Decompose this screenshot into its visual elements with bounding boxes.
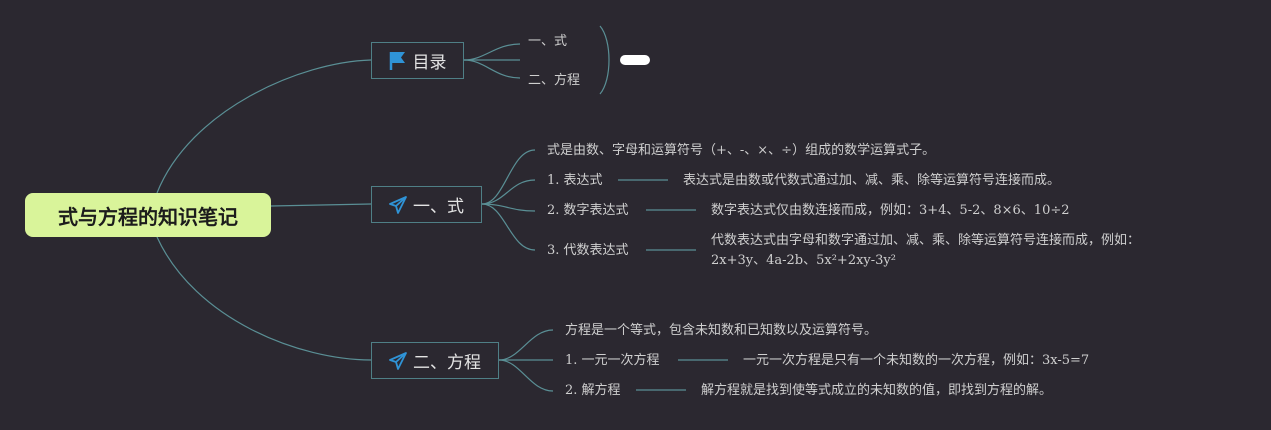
summary-badge[interactable] [620, 55, 650, 65]
toc-bracket [599, 25, 610, 95]
root-title: 式与方程的知识笔记 [58, 204, 238, 229]
topic-fangcheng[interactable]: 二、方程 [371, 342, 499, 379]
connector-toc-1 [463, 43, 521, 61]
connector-root-shi [270, 203, 372, 207]
shi-item-algebraic-desc-line2: 2x+3y、4a-2b、5x²+2xy-3y² [711, 253, 896, 268]
shi-item-expression[interactable]: 1. 表达式 [547, 173, 603, 188]
fc-intro[interactable]: 方程是一个等式，包含未知数和已知数以及运算符号。 [565, 323, 878, 338]
connector-fc-2 [498, 359, 554, 392]
shi-item-numeric[interactable]: 2. 数字表达式 [547, 203, 629, 218]
toc-item-shi[interactable]: 一、式 [528, 34, 568, 49]
toc-item-fangcheng[interactable]: 二、方程 [528, 73, 581, 88]
connector-shi-intro [481, 149, 536, 205]
root-node[interactable]: 式与方程的知识笔记 [25, 193, 271, 237]
fc-item-linear[interactable]: 1. 一元一次方程 [565, 353, 660, 368]
paper-plane-icon [389, 195, 407, 214]
connector-shi-3 [481, 203, 536, 251]
topic-toc-label: 目录 [412, 53, 447, 73]
shi-item-algebraic-desc[interactable]: 代数表达式由字母和数字通过加、减、乘、除等运算符号连接而成，例如： 2x+3y、… [711, 231, 1140, 271]
connector-shi-2 [481, 203, 536, 212]
fc-item-solve[interactable]: 2. 解方程 [565, 383, 621, 398]
shi-item-algebraic[interactable]: 3. 代数表达式 [547, 243, 629, 258]
connector-fc-intro [498, 329, 554, 361]
topic-toc[interactable]: 目录 [371, 42, 464, 79]
connector-root-fangcheng [156, 236, 372, 361]
shi-intro[interactable]: 式是由数、字母和运算符号（+、-、×、÷）组成的数学运算式子。 [547, 143, 936, 158]
topic-shi-label: 一、式 [413, 197, 464, 217]
topic-fangcheng-label: 二、方程 [413, 353, 481, 373]
paper-plane-icon [389, 351, 407, 370]
fc-item-solve-desc[interactable]: 解方程就是找到使等式成立的未知数的值，即找到方程的解。 [701, 383, 1053, 398]
fc-item-linear-desc[interactable]: 一元一次方程是只有一个未知数的一次方程，例如：3x-5=7 [743, 353, 1090, 368]
connector-toc-2 [463, 59, 521, 79]
connector-shi-1 [481, 179, 536, 205]
topic-shi[interactable]: 一、式 [371, 186, 482, 223]
flag-icon [389, 51, 407, 71]
shi-item-algebraic-desc-line1: 代数表达式由字母和数字通过加、减、乘、除等运算符号连接而成，例如： [711, 233, 1141, 248]
shi-item-numeric-desc[interactable]: 数字表达式仅由数连接而成，例如：3+4、5-2、8×6、10÷2 [711, 203, 1070, 218]
shi-item-expression-desc[interactable]: 表达式是由数或代数式通过加、减、乘、除等运算符号连接而成。 [683, 173, 1061, 188]
connector-root-toc [156, 59, 372, 194]
